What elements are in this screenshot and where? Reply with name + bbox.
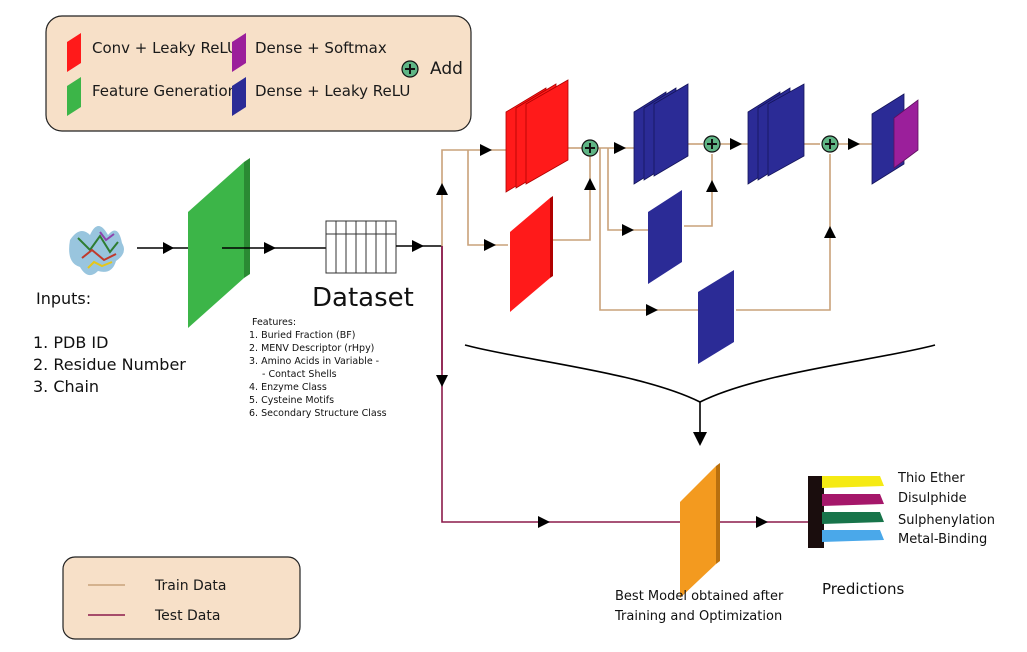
arrow-icon [412,240,424,252]
feature-legend-swatch [67,77,81,116]
softmax-legend-swatch [232,33,246,72]
dense-skip-2 [698,270,734,364]
output-block [871,93,919,185]
dense-legend-swatch [232,77,246,116]
arrow-icon [484,239,496,251]
legend-softmax-label: Dense + Softmax [255,39,387,57]
feature-item: 1. Buried Fraction (BF) [249,330,355,341]
legend-feature-label: Feature Generation [92,82,237,100]
arrow-icon [693,432,707,446]
predictions-title: Predictions [822,580,905,598]
prediction-label: Metal-Binding [898,532,987,547]
feature-item: 4. Enzyme Class [249,382,327,393]
protein-structure-icon [69,226,124,276]
dense-block-1 [633,83,689,185]
dataset-table-icon [325,220,397,274]
conv-block-main [505,79,569,193]
arrow-icon [614,142,626,154]
prediction-label: Sulphenylation [898,513,995,528]
arrow-icon [584,178,596,190]
legend-conv-label: Conv + Leaky ReLU [92,39,238,57]
arrow-icon [824,226,836,238]
prediction-label: Thio Ether [897,471,965,486]
add-node-icon [703,135,721,153]
feature-item: 6. Secondary Structure Class [249,408,387,419]
feature-generation-layer [188,158,250,328]
conv-block-skip [510,196,553,312]
dense-skip-1 [648,190,682,284]
feature-item: 3. Amino Acids in Variable - [249,356,379,367]
legend-train-label: Train Data [154,578,226,594]
feature-item: - Contact Shells [262,369,337,380]
test-data-path [441,246,812,523]
data-legend: Train Data Test Data [62,556,301,640]
predictions-stack [808,476,884,548]
arrow-icon [163,242,174,254]
input-item: 2. Residue Number [33,355,186,374]
arrow-icon [646,304,658,316]
arrow-icon [480,144,492,156]
arrow-icon [538,516,550,528]
arrow-icon [730,138,742,150]
input-item: 1. PDB ID [33,333,108,352]
best-model-layer [680,463,720,598]
best-model-caption-line: Training and Optimization [614,609,782,624]
conv-legend-swatch [67,33,81,72]
add-legend-icon [401,60,419,78]
legend-dense-label: Dense + Leaky ReLU [255,82,410,100]
dense-block-2 [747,83,805,185]
feature-item: 2. MENV Descriptor (rHpy) [249,343,374,354]
arrow-icon [848,138,860,150]
legend-add-label: Add [430,59,463,79]
layer-legend: Conv + Leaky ReLU Feature Generation Den… [45,15,472,132]
feature-item: 5. Cysteine Motifs [249,395,334,406]
inputs-title: Inputs: [36,289,91,308]
arrow-icon [622,224,634,236]
arrow-icon [436,375,448,387]
features-title: Features: [252,317,296,328]
train-data-paths [441,143,872,311]
arrow-icon [264,242,276,254]
best-model-caption-line: Best Model obtained after [615,589,784,604]
arrow-icon [756,516,768,528]
arrow-icon [436,183,448,195]
legend-test-label: Test Data [154,608,220,624]
dataset-title: Dataset [312,283,414,313]
add-node-icon [821,135,839,153]
arrow-icon [706,180,718,192]
input-item: 3. Chain [33,377,99,396]
add-node-icon [581,139,599,157]
prediction-label: Disulphide [898,491,967,506]
